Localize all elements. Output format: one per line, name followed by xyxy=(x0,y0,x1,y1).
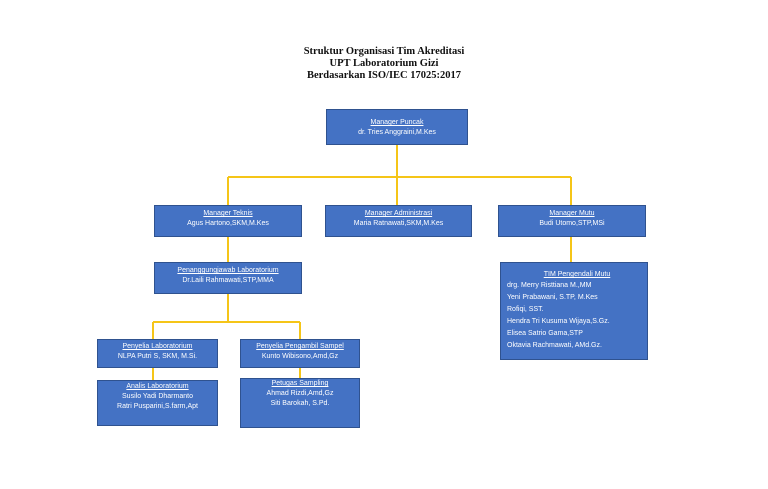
node-penyelia-lab: Penyelia Laboratorium NLPA Putri S, SKM,… xyxy=(97,339,218,368)
node-tim-pengendali-mutu: TIM Pengendali Mutu drg. Merry Risttiana… xyxy=(500,262,648,360)
node-penanggungjawab-lab-title: Penanggungjawab Laboratorium xyxy=(177,267,279,274)
node-tim-pengendali-mutu-member: Yeni Prabawani, S.TP, M.Kes xyxy=(507,294,598,301)
node-analis-lab-member: Susilo Yadi Dharmanto xyxy=(122,393,193,400)
node-manager-teknis: Manager Teknis Agus Hartono,SKM,M.Kes xyxy=(154,205,302,237)
node-analis-lab-title: Analis Laboratorium xyxy=(126,383,189,390)
node-penyelia-sampel-member: Kunto Wibisono,Amd,Gz xyxy=(261,353,339,360)
node-manager-administrasi-member: Maria Ratnawati,SKM,M.Kes xyxy=(353,220,444,227)
node-tim-pengendali-mutu-title: TIM Pengendali Mutu xyxy=(543,271,611,278)
node-manager-administrasi: Manager Administrasi Maria Ratnawati,SKM… xyxy=(325,205,472,237)
chart-title: Struktur Organisasi Tim Akreditasi UPT L… xyxy=(0,46,768,82)
node-analis-lab-member: Ratri Pusparini,S.farm,Apt xyxy=(117,403,198,410)
title-line-1: Struktur Organisasi Tim Akreditasi xyxy=(303,46,465,57)
node-manager-teknis-title: Manager Teknis xyxy=(203,210,253,217)
node-manager-mutu: Manager Mutu Budi Utomo,STP,MSi xyxy=(498,205,646,237)
node-manager-mutu-member: Budi Utomo,STP,MSi xyxy=(539,220,605,227)
node-manager-puncak-title: Manager Puncak xyxy=(370,119,424,126)
node-manager-administrasi-title: Manager Administrasi xyxy=(364,210,433,217)
node-tim-pengendali-mutu-member: Rofiqi, SST. xyxy=(507,306,544,313)
node-petugas-sampling-title: Petugas Sampling xyxy=(271,380,329,387)
node-penanggungjawab-lab: Penanggungjawab Laboratorium Dr.Laili Ra… xyxy=(154,262,302,294)
node-manager-puncak-member: dr. Tries Anggraini,M.Kes xyxy=(358,129,436,136)
node-penyelia-sampel: Penyelia Pengambil Sampel Kunto Wibisono… xyxy=(240,339,360,368)
node-manager-puncak: Manager Puncak dr. Tries Anggraini,M.Kes xyxy=(326,109,468,145)
node-penyelia-lab-member: NLPA Putri S, SKM, M.Si. xyxy=(117,353,198,360)
node-petugas-sampling: Petugas Sampling Ahmad Rizdi,Amd,Gz Siti… xyxy=(240,378,360,428)
title-line-2: UPT Laboratorium Gizi xyxy=(329,58,439,69)
node-tim-pengendali-mutu-member: drg. Merry Risttiana M.,MM xyxy=(507,282,592,289)
node-petugas-sampling-member: Ahmad Rizdi,Amd,Gz xyxy=(266,390,334,397)
node-penyelia-sampel-title: Penyelia Pengambil Sampel xyxy=(256,343,344,350)
node-petugas-sampling-member: Siti Barokah, S.Pd. xyxy=(270,400,330,407)
title-line-3: Berdasarkan ISO/IEC 17025:2017 xyxy=(306,70,462,81)
node-tim-pengendali-mutu-member: Elisea Satrio Gama,STP xyxy=(507,330,583,337)
node-manager-mutu-title: Manager Mutu xyxy=(549,210,595,217)
node-penyelia-lab-title: Penyelia Laboratorium xyxy=(122,343,193,350)
node-manager-teknis-member: Agus Hartono,SKM,M.Kes xyxy=(187,220,269,227)
node-analis-lab: Analis Laboratorium Susilo Yadi Dharmant… xyxy=(97,380,218,426)
node-penanggungjawab-lab-member: Dr.Laili Rahmawati,STP,MMA xyxy=(182,277,274,284)
node-tim-pengendali-mutu-member: Hendra Tri Kusuma Wijaya,S.Gz. xyxy=(507,318,610,325)
node-tim-pengendali-mutu-member: Oktavia Rachmawati, AMd.Gz. xyxy=(507,342,602,349)
